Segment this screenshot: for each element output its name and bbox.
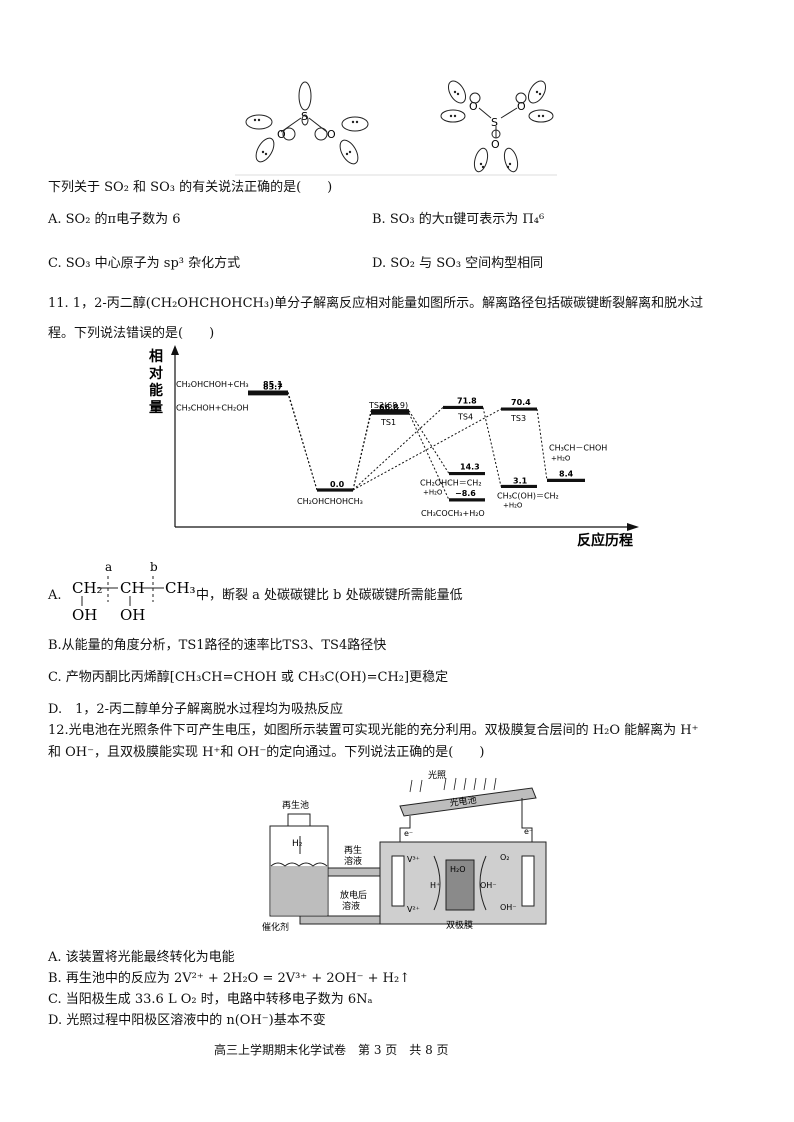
value-0: 0.0 <box>330 480 345 489</box>
photocell-apparatus-diagram: 光照 光电池 e⁻ e⁻ 再生池 H₂ 催化剂 再生 溶液 放电后 溶液 H₂O… <box>262 769 547 933</box>
struct-ch: CH <box>120 579 145 597</box>
photocell-label: 光电池 <box>449 794 477 809</box>
water-label: H₂O <box>450 865 466 874</box>
y-axis-label-char: 量 <box>149 400 163 416</box>
q11-stem-line2: 程。下列说法错误的是( ) <box>48 326 215 341</box>
q10-option-c: C. SO₃ 中心原子为 sp³ 杂化方式 <box>48 256 241 271</box>
label-p84b: +H₂O <box>551 454 571 462</box>
q12-option-a: A. 该装置将光能最终转化为电能 <box>48 950 235 965</box>
value-14-3: 14.3 <box>460 463 480 472</box>
electron-label-left: e⁻ <box>404 829 413 838</box>
q12-option-d: D. 光照过程中阳极区溶液中的 n(OH⁻)基本不变 <box>48 1013 326 1028</box>
propanediol-structure: a b CH₂ CH CH₃ OH OH <box>72 560 196 624</box>
q11-option-a-text: 中，断裂 a 处碳碳键比 b 处碳碳键所需能量低 <box>196 588 463 603</box>
path-segment <box>536 408 548 481</box>
q10-stem: 下列关于 SO₂ 和 SO₃ 的有关说法正确的是( ) <box>48 180 333 195</box>
so2-atom-s: S <box>301 110 308 123</box>
photocell-panel <box>399 787 537 817</box>
v2-label: V²⁺ <box>407 905 420 914</box>
electron-label-right: e⁻ <box>524 827 533 836</box>
discharge-solution-label-2: 溶液 <box>342 900 360 912</box>
y-axis-arrow <box>171 345 179 355</box>
label-p14: CH₂OHCH＝CH₂ <box>420 479 482 488</box>
light-arrows <box>409 777 497 793</box>
h2-label: H₂ <box>292 839 303 849</box>
so3-atom-o-bottom: O <box>491 138 500 151</box>
o2-label: O₂ <box>500 853 510 862</box>
so2-structure: O S O <box>245 81 369 165</box>
label-r1: CH₂OHCHOH+CH₃ <box>176 380 249 389</box>
so2-atom-o-right: O <box>327 128 336 141</box>
path-segment <box>287 393 318 491</box>
q11-option-a-prefix: A. <box>48 588 62 603</box>
q10-option-a: A. SO₂ 的π电子数为 6 <box>48 212 181 227</box>
bipolar-membrane-label: 双极膜 <box>446 919 473 931</box>
hplus-label: H⁺ <box>430 881 440 890</box>
path-segment <box>287 391 318 491</box>
label-ts2: TS2(68.9) <box>368 401 408 410</box>
value-71-8: 71.8 <box>457 396 477 405</box>
q12-option-b: B. 再生池中的反应为 2V²⁺ + 2H₂O = 2V³⁺ + 2OH⁻ + … <box>48 971 411 986</box>
q11-option-b: B.从能量的角度分析，TS1路径的速率比TS3、TS4路径快 <box>48 638 387 653</box>
regen-solution-label-1: 再生 <box>344 844 362 856</box>
y-axis-label-char: 能 <box>149 382 163 399</box>
q12-option-c: C. 当阳极生成 33.6 L O₂ 时，电路中转移电子数为 6Nₐ <box>48 992 373 1007</box>
so3-structure: O S O O <box>440 80 554 173</box>
so3-atom-s: S <box>491 116 498 129</box>
y-axis-label-char: 相 <box>149 348 163 365</box>
label-ts4: TS4 <box>457 412 473 421</box>
value-85-1: 85.1 <box>263 380 283 389</box>
so2-atom-o-left: O <box>277 128 286 141</box>
q10-option-b: B. SO₃ 的大π键可表示为 Π₄⁶ <box>372 212 545 227</box>
path-segment <box>352 408 502 491</box>
value-m8-6: −8.6 <box>455 489 476 498</box>
q10-option-d: D. SO₂ 与 SO₃ 空间构型相同 <box>372 256 544 271</box>
value-83-7: 83.7 <box>263 383 283 392</box>
q11-option-c: C. 产物丙酮比丙烯醇[CH₃CH=CHOH 或 CH₃C(OH)=CH₂]更稳… <box>48 670 449 685</box>
value-8-4: 8.4 <box>559 469 574 478</box>
q11-stem-line1: 11. 1，2-丙二醇(CH₂OHCHOHCH₃)单分子解离反应相对能量如图所示… <box>48 296 704 311</box>
path-segment <box>408 410 450 474</box>
path-segment <box>352 413 372 491</box>
struct-oh-2: OH <box>120 606 145 624</box>
so3-atom-o-right: O <box>517 100 526 113</box>
label-p31: CH₃C(OH)＝CH₂ <box>497 491 559 500</box>
struct-ch3: CH₃ <box>165 579 196 597</box>
struct-ch2: CH₂ <box>72 579 103 597</box>
label-p84: CH₃CH－CHOH <box>549 443 607 452</box>
ohminus-label: OH⁻ <box>480 881 497 890</box>
v3-label: V³⁺ <box>407 855 420 864</box>
label-r2: CH₃CHOH+CH₂OH <box>176 404 249 413</box>
regen-solution-label-2: 溶液 <box>344 855 362 867</box>
bond-label-a: a <box>105 560 112 574</box>
q12-stem-line1: 12.光电池在光照条件下可产生电压，如图所示装置可实现光能的充分利用。双极膜复合… <box>48 723 699 738</box>
regen-pool-label: 再生池 <box>282 799 309 811</box>
discharge-solution-label-1: 放电后 <box>340 889 367 901</box>
label-p14b: +H₂O <box>423 489 443 497</box>
label-r0: CH₂OHCHOHCH₃ <box>297 497 363 506</box>
q12-stem-line2: 和 OH⁻，且双极膜能实现 H⁺和 OH⁻的定向通过。下列说法正确的是( ) <box>48 745 485 760</box>
x-axis-label: 反应历程 <box>577 532 633 549</box>
so3-atom-o-left: O <box>469 100 478 113</box>
label-ts3: TS3 <box>510 414 526 423</box>
value-3-1: 3.1 <box>513 476 528 485</box>
label-ts1: TS1 <box>380 418 396 427</box>
y-axis-label-char: 对 <box>149 365 163 382</box>
value-70-4: 70.4 <box>511 398 531 407</box>
light-label: 光照 <box>428 769 446 781</box>
label-pm86: CH₃COCH₃+H₂O <box>421 509 485 518</box>
path-segment <box>482 407 502 487</box>
bond-label-b: b <box>150 560 158 574</box>
page-footer: 高三上学期期末化学试卷 第 3 页 共 8 页 <box>214 1043 449 1057</box>
so2-so3-orbital-diagram: O S O O S O O <box>235 80 557 176</box>
q11-option-d: D. 1，2-丙二醇单分子解离脱水过程均为吸热反应 <box>48 702 344 717</box>
path-segment <box>352 407 444 491</box>
oh-right-label: OH⁻ <box>500 903 517 912</box>
label-p31b: +H₂O <box>503 501 523 509</box>
catalyst-label: 催化剂 <box>262 921 289 933</box>
value-66-8: 66.8 <box>379 403 399 412</box>
struct-oh-1: OH <box>72 606 97 624</box>
x-axis-arrow <box>627 523 639 531</box>
